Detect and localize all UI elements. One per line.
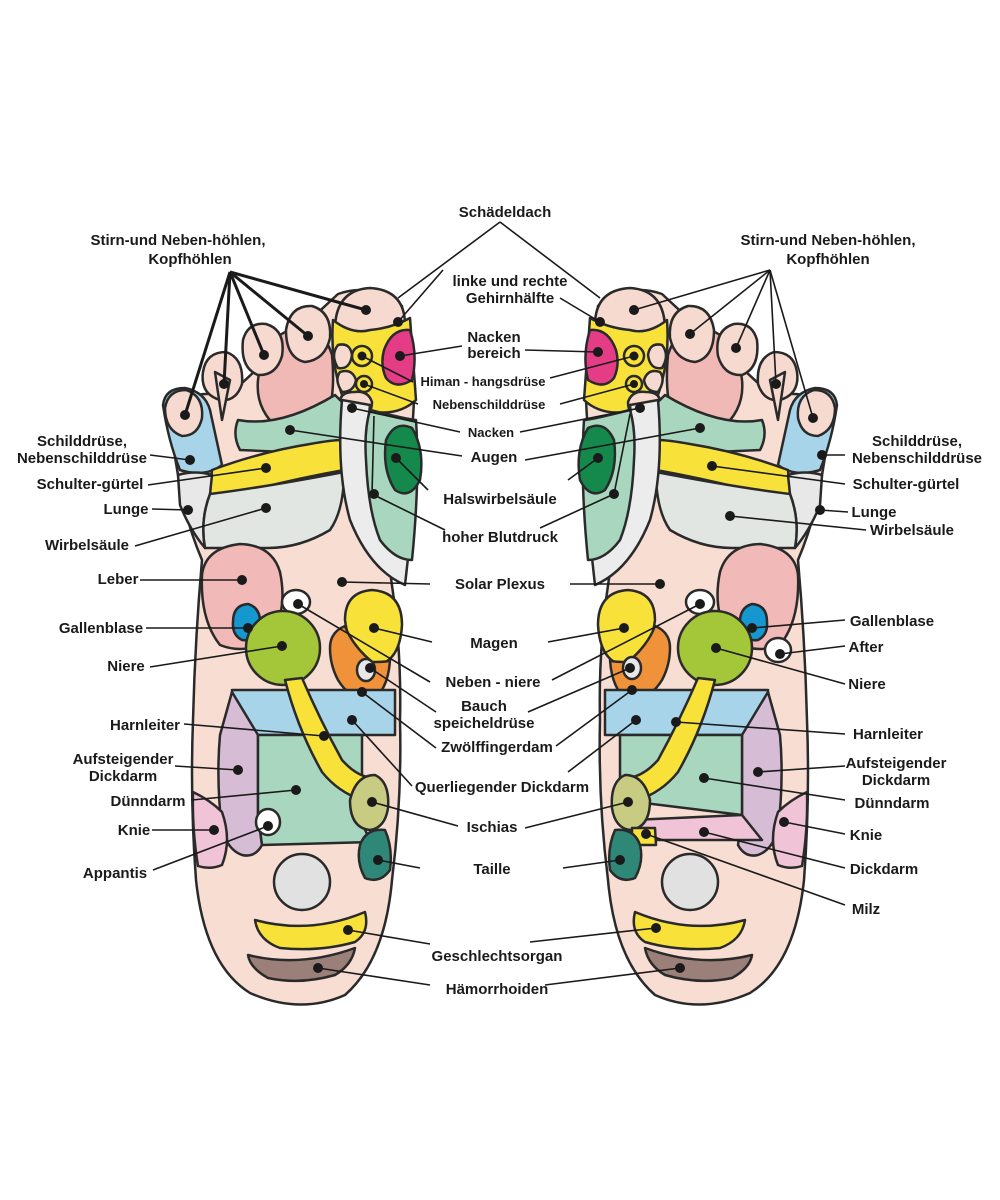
label-schaedeldach: Schädeldach bbox=[459, 204, 552, 221]
label-schild-right-2: Nebenschilddrüse bbox=[852, 450, 982, 467]
right-neck-zone bbox=[584, 328, 619, 386]
left-foot bbox=[161, 286, 423, 1006]
label-hirnanhang: Himan - hangsdrüse bbox=[421, 374, 546, 389]
label-appantis: Appantis bbox=[83, 865, 147, 882]
label-nebenschild: Nebenschilddrüse bbox=[433, 397, 546, 412]
label-schild-left-2: Nebenschilddrüse bbox=[17, 450, 147, 467]
label-lunge-left: Lunge bbox=[104, 501, 149, 518]
label-niere-left: Niere bbox=[107, 658, 145, 675]
label-blutdruck: hoher Blutdruck bbox=[442, 529, 558, 546]
label-wirbel-right: Wirbelsäule bbox=[870, 522, 954, 539]
label-nebenniere: Neben - niere bbox=[445, 674, 540, 691]
label-solar: Solar Plexus bbox=[455, 576, 545, 593]
label-magen: Magen bbox=[470, 635, 518, 652]
label-dickdarm: Dickdarm bbox=[850, 861, 918, 878]
label-niere-right: Niere bbox=[848, 676, 886, 693]
label-schulter-right: Schulter-gürtel bbox=[853, 476, 960, 493]
right-lung-zone bbox=[654, 470, 798, 550]
label-after: After bbox=[848, 639, 883, 656]
label-nacken-1: Nacken bbox=[467, 329, 520, 346]
label-aufst-left-2: Dickdarm bbox=[89, 768, 157, 785]
right-heel bbox=[660, 852, 720, 912]
label-knie-right: Knie bbox=[850, 827, 883, 844]
label-haemorrhoiden: Hämorrhoiden bbox=[446, 981, 549, 998]
label-stirn-left: Stirn-und Neben-höhlen, bbox=[91, 232, 266, 249]
label-leber: Leber bbox=[98, 571, 139, 588]
right-taille bbox=[607, 828, 643, 881]
label-aufst-left-1: Aufsteigender bbox=[73, 751, 174, 768]
right-hemorrhoid bbox=[643, 946, 754, 983]
label-nacken: Nacken bbox=[468, 425, 514, 440]
label-gehirn-2: Gehirnhälfte bbox=[466, 290, 554, 307]
label-duenn-left: Dünndarm bbox=[111, 793, 186, 810]
label-knie-left: Knie bbox=[118, 822, 151, 839]
label-bauch-2: speicheldrüse bbox=[434, 715, 535, 732]
label-schild-right-1: Schilddrüse, bbox=[872, 433, 962, 450]
label-ischias: Ischias bbox=[467, 819, 518, 836]
label-bauch-1: Bauch bbox=[461, 698, 507, 715]
label-schulter-left: Schulter-gürtel bbox=[37, 476, 144, 493]
label-gehirn-1: linke und rechte bbox=[452, 273, 567, 290]
label-nacken-2: bereich bbox=[467, 345, 520, 362]
label-augen: Augen bbox=[471, 449, 518, 466]
label-aufst-right-1: Aufsteigender bbox=[846, 755, 947, 772]
right-knee bbox=[771, 790, 809, 869]
left-taille bbox=[357, 828, 393, 881]
left-heel bbox=[272, 852, 332, 912]
label-duenn-right: Dünndarm bbox=[855, 795, 930, 812]
label-kopf-left: Kopfhöhlen bbox=[148, 251, 231, 268]
label-querliegend: Querliegender Dickdarm bbox=[415, 779, 589, 796]
label-taille: Taille bbox=[473, 861, 510, 878]
label-aufst-right-2: Dickdarm bbox=[862, 772, 930, 789]
label-galle-right: Gallenblase bbox=[850, 613, 934, 630]
label-zwoelf: Zwölffingerdam bbox=[441, 739, 553, 756]
labels: Schädeldach Stirn-und Neben-höhlen, Kopf… bbox=[17, 204, 982, 998]
label-stirn-right: Stirn-und Neben-höhlen, bbox=[741, 232, 916, 249]
left-lung-zone bbox=[202, 470, 346, 550]
leader-lines bbox=[134, 221, 867, 986]
label-galle-left: Gallenblase bbox=[59, 620, 143, 637]
right-genital bbox=[632, 910, 747, 951]
marker-dots bbox=[180, 305, 827, 973]
label-harn-left: Harnleiter bbox=[110, 717, 180, 734]
label-geschlecht: Geschlechtsorgan bbox=[432, 948, 563, 965]
left-hemorrhoid bbox=[246, 946, 357, 983]
label-kopf-right: Kopfhöhlen bbox=[786, 251, 869, 268]
label-schild-left-1: Schilddrüse, bbox=[37, 433, 127, 450]
left-cervical-spine bbox=[383, 424, 423, 495]
left-genital bbox=[253, 910, 368, 951]
label-milz: Milz bbox=[852, 901, 880, 918]
label-lunge-right: Lunge bbox=[852, 504, 897, 521]
right-foot bbox=[577, 286, 839, 1006]
label-harn-right: Harnleiter bbox=[853, 726, 923, 743]
label-wirbel-left: Wirbelsäule bbox=[45, 537, 129, 554]
label-halswirbel: Halswirbelsäule bbox=[443, 491, 556, 508]
